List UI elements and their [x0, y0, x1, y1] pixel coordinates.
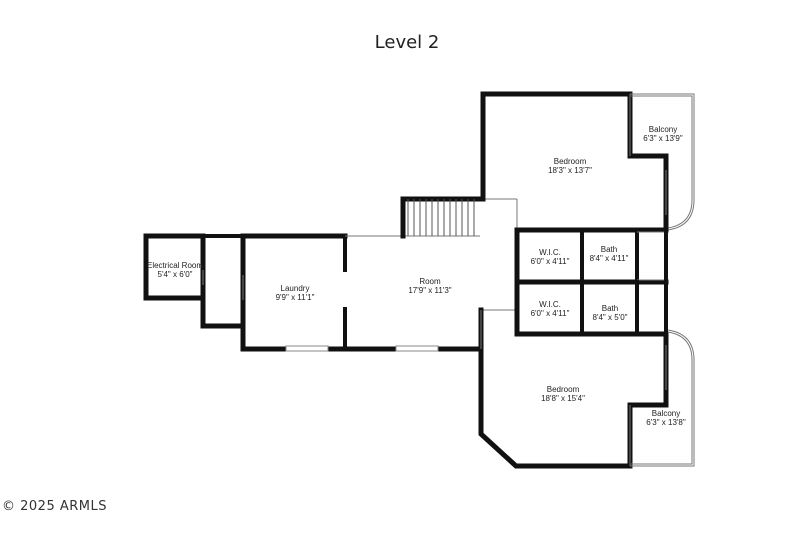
room-dims: 6'0" x 4'11" [531, 257, 570, 266]
room-dims: 5'4" x 6'0" [158, 270, 193, 279]
room-dims: 17'9" x 11'3" [408, 286, 451, 295]
staircase [400, 196, 486, 239]
room-name: Bedroom [554, 157, 587, 166]
room-dims: 9'9" x 11'1" [276, 293, 315, 302]
room-name: Bedroom [547, 385, 580, 394]
room-name: W.I.C. [539, 300, 561, 309]
laundry-room [240, 233, 348, 352]
room-name: Laundry [281, 284, 310, 293]
room-name: Room [419, 277, 441, 286]
room-dims: 18'8" x 15'4" [541, 394, 585, 403]
copyright-text: 2025 ARMLS [20, 499, 107, 514]
stair-treads [407, 199, 475, 236]
balcony-top [629, 93, 695, 231]
room-dims: 6'3" x 13'9" [643, 134, 683, 143]
room-dims: 8'4" x 5'0" [593, 313, 628, 322]
room-name: Electrical Room [147, 261, 203, 270]
room-dims: 6'0" x 4'11" [531, 309, 570, 318]
room-name: Balcony [652, 409, 680, 418]
room-name: Bath [602, 304, 618, 313]
room-labels: Electrical Room 5'4" x 6'0" Laundry 9'9"… [147, 125, 686, 427]
main-room [342, 198, 518, 352]
room-dims: 6'3" x 13'8" [646, 418, 686, 427]
electrical-room [143, 233, 246, 329]
balcony-bottom [629, 329, 695, 467]
room-name: Balcony [649, 125, 677, 134]
room-name: Bath [601, 245, 617, 254]
copyright-notice: © 2025 ARMLS [2, 499, 107, 514]
room-name: W.I.C. [539, 248, 561, 257]
lower-suite [514, 279, 669, 337]
plan-title: Level 2 [375, 32, 440, 53]
room-dims: 8'4" x 4'11" [590, 254, 629, 263]
room-dims: 18'3" x 13'7" [548, 166, 592, 175]
